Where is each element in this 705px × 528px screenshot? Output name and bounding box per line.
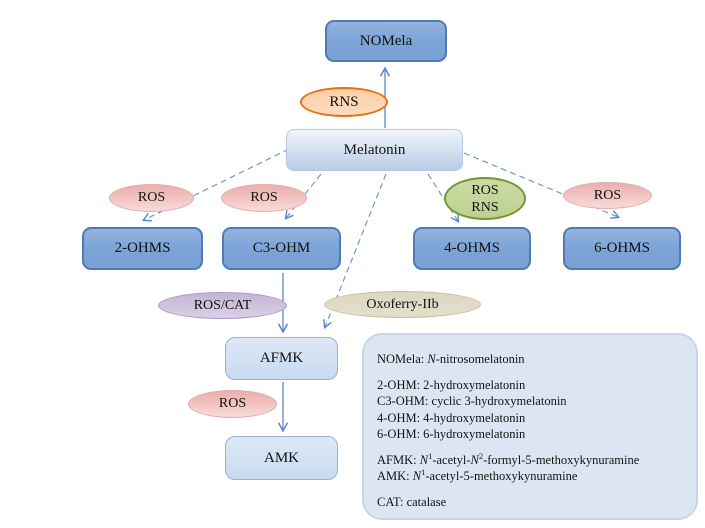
legend-line-4ohm: 4-OHM: 4-hydroxymelatonin	[377, 410, 526, 425]
node-amk-label: AMK	[263, 449, 299, 466]
legend-box: NOMela: N-nitrosomelatonin 2-OHM: 2-hydr…	[362, 333, 698, 520]
reagent-rns-ellipse: RNS	[300, 87, 388, 117]
ros-rns-line1: ROS	[471, 182, 499, 198]
reagent-ros-right-ellipse: ROS	[563, 182, 652, 209]
legend-afmk-rest: -formyl-5-methoxykynuramine	[483, 452, 640, 467]
arrow-melatonin-to-afmk	[322, 173, 387, 330]
reagent-ros-bottom-label: ROS	[218, 396, 247, 411]
legend-afmk-sup2: 2	[478, 450, 484, 461]
reagent-ros-left-label: ROS	[137, 190, 166, 205]
legend-line-afmk: AFMK: N1-acetyl-N2-formyl-5-methoxykynur…	[377, 450, 686, 469]
legend-amk-sup: 1	[421, 466, 426, 477]
legend-afmk-mid: -acetyl-	[432, 452, 471, 467]
node-melatonin-label: Melatonin	[343, 141, 406, 158]
node-melatonin: Melatonin	[286, 129, 463, 171]
legend-afmk-sup1: 1	[428, 450, 433, 461]
reagent-ros-mid-label: ROS	[250, 190, 278, 205]
node-6ohms-label: 6-OHMS	[594, 240, 650, 256]
legend-line-6ohm: 6-OHM: 6-hydroxymelatonin	[377, 427, 526, 441]
reagent-ros-mid-ellipse: ROS	[221, 184, 307, 212]
reagent-ros-cat-ellipse: ROS/CAT	[158, 292, 287, 319]
node-4ohms: 4-OHMS	[413, 227, 531, 270]
node-c3ohm-label: C3-OHM	[252, 240, 311, 256]
legend-line-cat: CAT: catalase	[377, 494, 447, 509]
reagent-ros-bottom-ellipse: ROS	[188, 390, 277, 418]
reagent-ros-left-ellipse: ROS	[109, 184, 194, 212]
legend-afmk-n1: N	[419, 452, 429, 467]
reagent-oxoferry-label: Oxoferry-IIb	[366, 296, 439, 312]
legend-nomela-n: N	[427, 352, 436, 366]
ros-rns-line2: RNS	[471, 199, 499, 215]
node-amk: AMK	[225, 436, 338, 480]
node-nomela-label: NOMela	[359, 32, 413, 49]
legend-line-c3ohm: C3-OHM: cyclic 3-hydroxymelatonin	[377, 394, 567, 408]
legend-amk-rest: -acetyl-5-methoxykynuramine	[425, 469, 578, 483]
legend-amk-n: N	[412, 469, 422, 483]
node-6ohms: 6-OHMS	[563, 227, 681, 270]
node-c3ohm: C3-OHM	[222, 227, 341, 270]
node-4ohms-label: 4-OHMS	[444, 240, 500, 256]
node-2ohms-label: 2-OHMS	[114, 240, 171, 256]
reagent-rns-label: RNS	[329, 93, 359, 110]
node-2ohms: 2-OHMS	[82, 227, 203, 270]
node-afmk: AFMK	[225, 337, 338, 380]
node-nomela: NOMela	[325, 20, 447, 62]
legend-afmk-n2: N	[470, 452, 479, 467]
legend-amk-prefix: AMK:	[377, 469, 413, 483]
arrow-melatonin-to-6ohms	[463, 152, 621, 219]
reagent-ros-cat-label: ROS/CAT	[193, 297, 252, 313]
legend-line-nomela: NOMela: N-nitrosomelatonin	[377, 351, 686, 368]
node-afmk-label: AFMK	[259, 350, 304, 366]
legend-nomela-rest: -nitrosomelatonin	[435, 352, 525, 366]
reagent-oxoferry-ellipse: Oxoferry-IIb	[324, 291, 481, 318]
legend-afmk-prefix: AFMK:	[377, 452, 420, 467]
legend-line-amk: AMK: N1-acetyl-5-methoxykynuramine	[377, 468, 686, 485]
legend-line-2ohm: 2-OHM: 2-hydroxymelatonin	[377, 377, 526, 392]
reagent-ros-right-label: ROS	[593, 187, 622, 203]
legend-nomela-prefix: NOMela:	[377, 352, 428, 366]
